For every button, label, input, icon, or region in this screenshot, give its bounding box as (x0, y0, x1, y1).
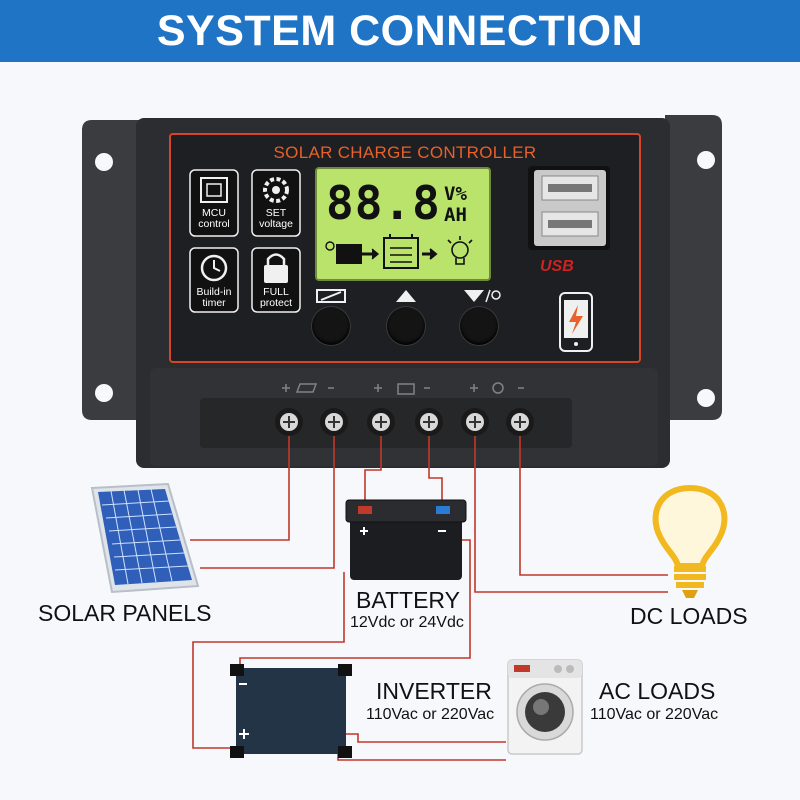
battery-image (345, 499, 467, 580)
lcd-unit-bottom: AH (444, 204, 467, 226)
inverter-label: INVERTER (376, 678, 492, 704)
button-icon-down-load (464, 289, 501, 303)
feature-label-mcu-line1: MCU (202, 207, 226, 219)
feature-tile-timer (189, 247, 239, 313)
feature-label-set-line2: voltage (259, 218, 293, 230)
header-banner: SYSTEM CONNECTION (0, 0, 800, 62)
feature-label-mcu: MCU control (190, 208, 238, 230)
terminal-screw-5 (461, 408, 489, 436)
lcd-sun-panel-icon (325, 241, 380, 264)
feature-tile-mcu (189, 169, 239, 237)
feature-label-protect-line2: protect (259, 297, 293, 309)
ac-loads-spec: 110Vac or 220Vac (590, 706, 719, 723)
feature-label-set-line1: SET (265, 207, 287, 219)
wire-dc-load-negative (519, 426, 668, 576)
wiring (190, 426, 668, 761)
controller-title: SOLAR CHARGE CONTROLLER (273, 143, 537, 162)
feature-tile-protect (251, 247, 301, 313)
button-icon-battery (316, 289, 346, 303)
light-bulb-image (652, 484, 728, 598)
button-icon-up (396, 290, 416, 302)
feature-label-timer-line2: timer (202, 297, 226, 309)
feature-label-timer: Build-in timer (190, 287, 238, 309)
feature-tile-set-voltage (251, 169, 301, 237)
washing-machine-image (507, 659, 583, 755)
wire-inverter-negative (239, 539, 471, 674)
mode-button[interactable] (312, 307, 350, 345)
feature-label-mcu-line2: control (198, 218, 230, 230)
up-button[interactable] (387, 307, 425, 345)
solar-panel-image (90, 482, 200, 594)
phone-charge-icon (559, 292, 593, 352)
lcd-unit-top: V% (444, 183, 467, 205)
feature-label-timer-line1: Build-in (196, 286, 232, 298)
usb-label: USB (540, 258, 574, 275)
feature-label-protect-line1: FULL (263, 286, 289, 298)
battery-label: BATTERY (356, 587, 460, 613)
inverter-spec: 110Vac or 220Vac (366, 706, 495, 723)
feature-label-set: SET voltage (252, 208, 300, 230)
wire-solar-positive (190, 426, 290, 541)
down-load-button[interactable] (460, 307, 498, 345)
dc-loads-label: DC LOADS (630, 603, 748, 629)
wire-dc-load-positive (474, 426, 668, 593)
solar-panels-label: SOLAR PANELS (38, 600, 212, 626)
inverter-image (230, 664, 352, 758)
wire-battery-negative (428, 426, 443, 508)
controller-flange-left (82, 120, 140, 420)
wire-solar-negative (200, 426, 335, 569)
page-title: SYSTEM CONNECTION (156, 6, 644, 55)
terminal-screw-6 (506, 408, 534, 436)
lcd-bulb-icon (447, 236, 473, 265)
wire-inverter-positive (192, 572, 345, 749)
controller-flange-right (665, 115, 722, 420)
feature-label-protect: FULL protect (252, 287, 300, 309)
lcd-battery-icon (383, 234, 438, 269)
battery-spec: 12Vdc or 24Vdc (350, 614, 464, 631)
terminal-screw-1 (275, 408, 303, 436)
wire-ac-load-b (337, 749, 506, 761)
terminal-marks (282, 382, 524, 395)
wire-ac-load-a (346, 733, 506, 743)
lcd-digits: 88.8 (326, 176, 441, 230)
terminal-screws (275, 408, 534, 436)
terminal-screw-3 (367, 408, 395, 436)
ac-loads-label: AC LOADS (599, 678, 716, 704)
usb-port-block (528, 166, 610, 250)
wire-battery-positive (364, 426, 382, 508)
terminal-screw-4 (415, 408, 443, 436)
terminal-screw-2 (320, 408, 348, 436)
